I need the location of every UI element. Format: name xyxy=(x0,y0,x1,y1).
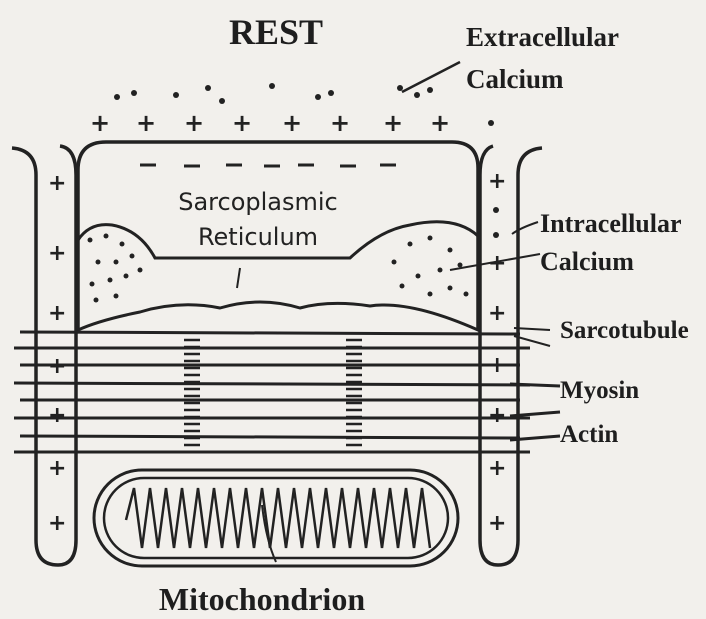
filament-line xyxy=(20,332,520,334)
filament-line xyxy=(14,383,530,385)
intracellular-label-line1: Intracellular xyxy=(540,209,682,238)
svg-text:+: + xyxy=(48,456,66,481)
svg-text:+: + xyxy=(383,109,403,137)
extracellular-label-line1: Extracellular xyxy=(466,22,619,52)
filament-line xyxy=(20,436,520,438)
svg-text:+: + xyxy=(488,169,506,194)
svg-text:+: + xyxy=(48,403,66,428)
left-positive-charges: +++ +++ + xyxy=(48,171,66,536)
sr-label-line2: Reticulum xyxy=(198,223,318,251)
svg-text:+: + xyxy=(90,109,110,137)
svg-text:+: + xyxy=(430,109,450,137)
svg-text:+: + xyxy=(488,511,506,536)
svg-text:+: + xyxy=(48,511,66,536)
svg-text:+: + xyxy=(232,109,252,137)
right-membrane-calcium-dots xyxy=(493,207,499,238)
svg-text:+: + xyxy=(282,109,302,137)
sarcotubule-label: Sarcotubule xyxy=(560,317,689,344)
title: REST xyxy=(229,12,323,52)
svg-text:+: + xyxy=(330,109,350,137)
svg-text:+: + xyxy=(184,109,204,137)
svg-text:+: + xyxy=(48,171,66,196)
intracellular-leader-line-2 xyxy=(512,222,538,234)
intracellular-label-line2: Calcium xyxy=(540,247,634,276)
myosin-label: Myosin xyxy=(560,377,639,404)
filament-leader-line xyxy=(510,384,560,386)
extracellular-label-line2: Calcium xyxy=(466,64,564,94)
mitochondrion xyxy=(94,470,458,566)
svg-text:+: + xyxy=(48,301,66,326)
mitochondrion-label: Mitochondrion xyxy=(159,581,365,617)
svg-text:+: + xyxy=(488,456,506,481)
right-positive-charges: +++ +++ + xyxy=(488,169,506,536)
svg-text:+: + xyxy=(48,241,66,266)
myofilaments xyxy=(14,332,560,452)
actin-label: Actin xyxy=(560,421,618,448)
svg-text:+: + xyxy=(136,109,156,137)
svg-text:+: + xyxy=(488,403,506,428)
myosin-block xyxy=(184,340,362,445)
sr-tick xyxy=(237,268,240,288)
top-positive-charges: + + + + + + + + xyxy=(90,109,450,137)
svg-text:+: + xyxy=(488,301,506,326)
negative-charges xyxy=(140,165,396,166)
sr-label-line1: Sarcoplasmic xyxy=(178,188,338,216)
